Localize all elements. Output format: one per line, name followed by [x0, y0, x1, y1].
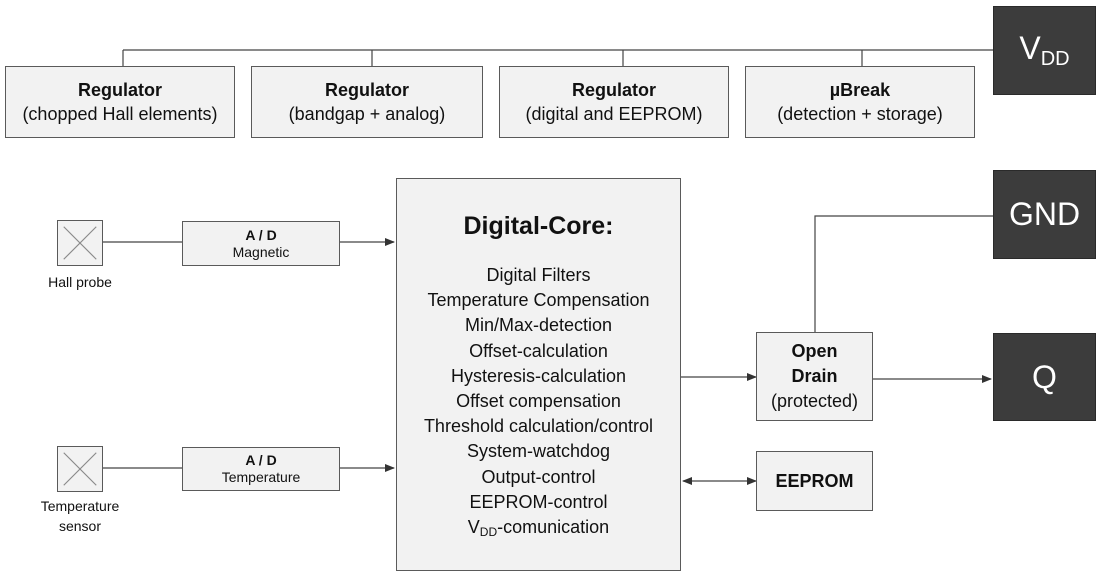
vdd-pin: VDD: [993, 6, 1096, 95]
regulator-hall-subtitle: (chopped Hall elements): [22, 104, 218, 124]
core-function-item: Digital Filters: [486, 265, 591, 285]
core-function-item: Threshold calculation/control: [423, 416, 654, 437]
adc-magnetic-subtitle: Magnetic: [232, 243, 290, 260]
gnd-pin-label: GND: [1008, 196, 1081, 232]
vdd-pin-label: VDD: [1019, 30, 1070, 70]
open-drain-line1: Open: [791, 341, 838, 361]
adc-temperature-box: A / D Temperature: [182, 447, 340, 491]
temperature-sensor-caption: Temperature sensor: [20, 496, 140, 536]
open-drain-box: Open Drain (protected): [756, 332, 873, 421]
ubreak-subtitle: (detection + storage): [777, 104, 943, 124]
core-function-item: Hysteresis-calculation: [450, 365, 627, 386]
temperature-sensor-caption-line1: Temperature: [40, 498, 120, 514]
hall-probe-caption: Hall probe: [48, 274, 112, 290]
regulator-digital-subtitle: (digital and EEPROM): [525, 104, 703, 124]
regulator-bandgap-title: Regulator: [324, 80, 409, 100]
temperature-sensor-caption-line2: sensor: [58, 518, 102, 534]
q-pin-label: Q: [1032, 358, 1057, 395]
core-function-item: Min/Max-detection: [464, 315, 613, 336]
core-function-vdd-communication: VDD-comunication: [467, 517, 610, 540]
open-drain-line2: Drain: [791, 366, 838, 386]
adc-temperature-title: A / D: [245, 452, 277, 468]
eeprom-box: EEPROM: [756, 451, 873, 511]
open-drain-line3: (protected): [770, 391, 859, 411]
core-function-item: EEPROM-control: [469, 491, 608, 512]
digital-core-box: Digital-Core: Digital Filters Temperatur…: [396, 178, 681, 571]
regulator-bandgap-subtitle: (bandgap + analog): [288, 104, 446, 124]
ubreak-title: µBreak: [829, 80, 891, 100]
regulator-hall-title: Regulator: [77, 80, 162, 100]
core-function-item: System-watchdog: [466, 441, 611, 462]
adc-magnetic-title: A / D: [245, 226, 277, 243]
regulator-digital-title: Regulator: [571, 80, 656, 100]
core-function-item: Output-control: [481, 466, 596, 487]
regulator-hall-box: Regulator (chopped Hall elements): [5, 66, 235, 138]
hall-probe-icon: [57, 220, 103, 266]
eeprom-label: EEPROM: [775, 470, 854, 491]
adc-temperature-subtitle: Temperature: [221, 469, 301, 485]
adc-magnetic-box: A / D Magnetic: [182, 221, 340, 266]
q-pin: Q: [993, 333, 1096, 421]
digital-core-title: Digital-Core:: [463, 212, 614, 240]
core-function-item: Offset-calculation: [469, 340, 608, 361]
temperature-sensor-icon: [57, 446, 103, 492]
regulator-digital-box: Regulator (digital and EEPROM): [499, 66, 729, 138]
digital-core-function-list: Digital Filters Temperature Compensation…: [397, 263, 680, 545]
gnd-pin: GND: [993, 170, 1096, 259]
regulator-bandgap-box: Regulator (bandgap + analog): [251, 66, 483, 138]
open-drain-to-gnd-line: [814, 215, 993, 332]
ubreak-box: µBreak (detection + storage): [745, 66, 975, 138]
core-function-item: Temperature Compensation: [427, 290, 650, 311]
core-function-item: Offset compensation: [456, 391, 621, 412]
